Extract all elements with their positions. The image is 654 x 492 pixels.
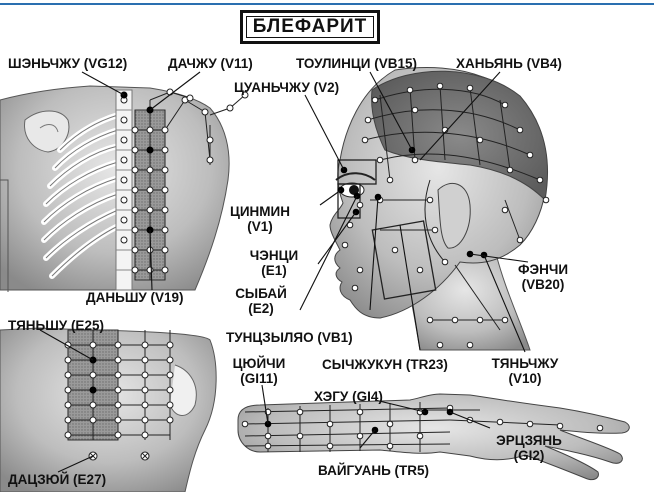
label-chengqi-name: ЧЭНЦИ	[249, 248, 299, 263]
label-sibai-code: (E2)	[248, 301, 274, 316]
label-tianzhu-code: (V10)	[508, 371, 542, 386]
label-fengchi-code: (VB20)	[521, 277, 565, 292]
label-hegu: ХЭГУ (GI4)	[314, 389, 383, 404]
label-tianzhu-name: ТЯНЬЧЖУ	[491, 356, 559, 371]
top-border-line	[0, 3, 654, 5]
abdomen-figure	[0, 327, 217, 492]
label-shenzhu: ШЭНЬЧЖУ (VG12)	[8, 56, 128, 71]
label-dazhu: ДАЧЖУ (V11)	[168, 56, 253, 71]
leader-lines	[39, 71, 529, 473]
label-sizhukong: СЫЧЖУКУН (TR23)	[322, 357, 448, 372]
label-chengqi: ЧЭНЦИ (E1)	[246, 248, 302, 278]
arm-figure	[237, 393, 630, 481]
label-erjian-code: (GI2)	[513, 448, 545, 463]
label-quchi-name: ЦЮЙЧИ	[232, 356, 286, 371]
label-tianshu: ТЯНЬШУ (E25)	[8, 318, 104, 333]
label-sibai: СЫБАЙ (E2)	[228, 286, 294, 316]
label-jingming-code: (V1)	[247, 219, 273, 234]
label-fengchi-name: ФЭНЧИ	[517, 262, 569, 277]
label-quchi-code: (GI11)	[240, 371, 278, 386]
diagram-title: БЛЕФАРИТ	[246, 16, 374, 38]
label-tianzhu: ТЯНЬЧЖУ (V10)	[484, 356, 566, 386]
back-figure	[0, 85, 249, 292]
label-jingming-name: ЦИНМИН	[229, 204, 290, 219]
label-erjian: ЭРЦЗЯНЬ (GI2)	[488, 433, 570, 463]
title-box: БЛЕФАРИТ	[240, 10, 380, 44]
label-hanyan: ХАНЬЯНЬ (VB4)	[456, 56, 562, 71]
label-chengqi-code: (E1)	[261, 263, 287, 278]
label-tongziliao: ТУНЦЗЫЛЯО (VB1)	[226, 330, 353, 345]
label-dazhui: ДАЦЗЮЙ (E27)	[8, 472, 107, 487]
label-jingming: ЦИНМИН (V1)	[226, 204, 294, 234]
head-figure	[329, 67, 550, 351]
label-danshu: ДАНЬШУ (V19)	[86, 290, 184, 305]
label-toulinqi: ТОУЛИНЦИ (VB15)	[296, 56, 417, 71]
label-sibai-name: СЫБАЙ	[235, 286, 287, 301]
label-erjian-name: ЭРЦЗЯНЬ	[496, 433, 562, 448]
label-waiguan: ВАЙГУАНЬ (TR5)	[318, 463, 430, 478]
label-quchi: ЦЮЙЧИ (GI11)	[224, 356, 294, 386]
label-cuanzhu: ЦУАНЬЧЖУ (V2)	[234, 80, 340, 95]
label-fengchi: ФЭНЧИ (VB20)	[508, 262, 578, 292]
